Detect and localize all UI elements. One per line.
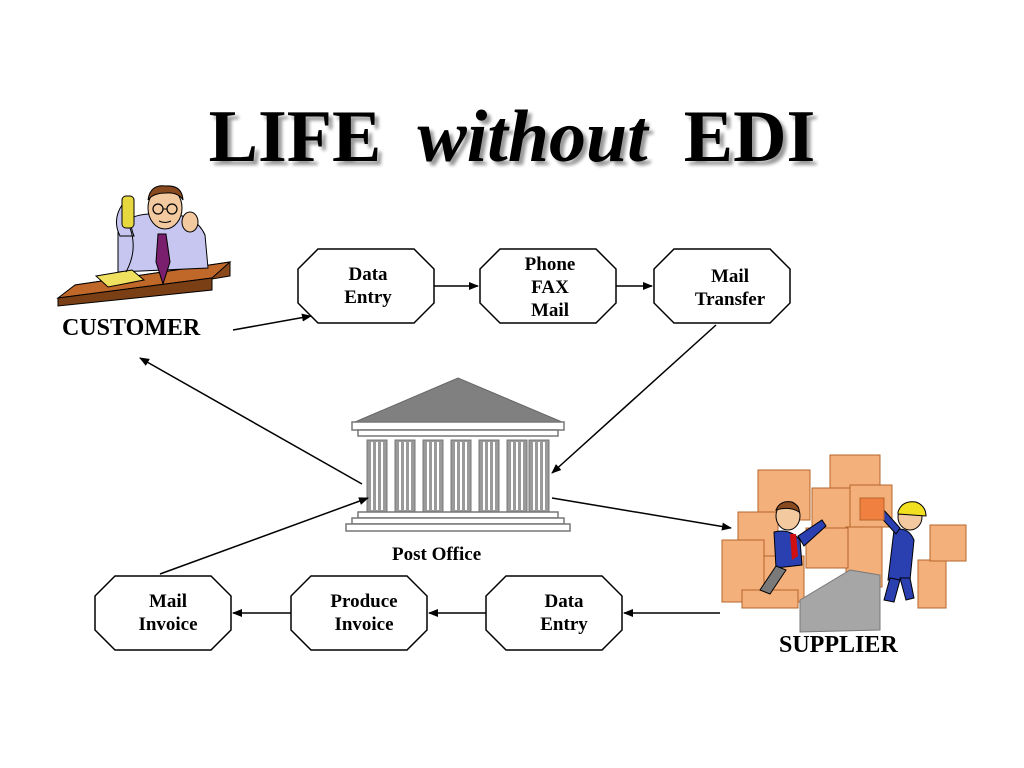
arrow-post-office-to-supplier [551,497,732,531]
arrow-customer-to-data-entry [232,313,312,331]
mail-transfer-label: Mail Transfer [694,266,766,310]
bottom-data-entry-box [485,575,623,651]
title-part-edi: EDI [683,96,816,178]
top-data-entry-box [297,248,435,324]
phone-fax-mail-label: Phone FAX Mail [524,253,576,321]
page-title: LIFE without EDI [0,95,1024,180]
supplier-label: SUPPLIER [779,632,898,658]
arrow-mail-invoice-to-post-office [159,497,369,575]
arrow-post-office-to-customer [139,357,363,485]
produce-invoice-box [290,575,428,651]
produce-invoice-label: Produce Invoice [330,591,398,635]
mail-transfer-box [653,248,791,324]
post-office-building-icon [345,377,571,532]
bottom-data-entry-label: Data Entry [540,591,588,635]
supplier-workers-boxes-icon [721,454,967,633]
top-data-entry-label: Data Entry [344,264,392,308]
customer-on-phone-icon [56,185,232,307]
post-office-label: Post Office [392,544,482,565]
mail-invoice-box [94,575,232,651]
phone-fax-mail-box [479,248,617,324]
title-part-life: LIFE [208,96,382,178]
customer-label: CUSTOMER [62,315,201,341]
arrow-mail-transfer-to-post-office [551,324,717,474]
mail-invoice-label: Mail Invoice [138,591,198,635]
title-part-without: without [417,96,648,178]
